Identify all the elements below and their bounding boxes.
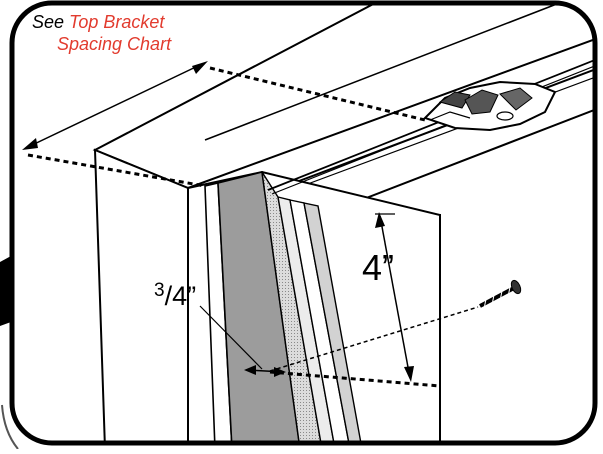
mounting-bracket-icon (423, 80, 557, 132)
depth-numerator: 3 (154, 280, 165, 301)
height-dimension-arrow (375, 212, 414, 382)
extension-line (27, 153, 206, 188)
extension-line (209, 66, 426, 122)
callout-prefix: See (32, 12, 65, 32)
left-jamb-face (93, 148, 189, 443)
depth-denominator: /4” (164, 281, 197, 311)
callout-link-line2: Spacing Chart (57, 34, 172, 54)
callout-text: See Top Bracket (32, 13, 164, 31)
depth-label: 3/4” (154, 281, 196, 310)
bracket-strip (217, 171, 301, 443)
diagram-frame (9, 0, 598, 446)
screw-icon (479, 279, 522, 310)
top-dimension-arrow (22, 61, 208, 150)
screw-path (269, 306, 479, 372)
depth-dimension-arrow (199, 305, 286, 377)
extension-line (269, 370, 441, 388)
outside-artifact (1, 404, 19, 450)
height-label: 4” (362, 247, 395, 288)
callout-link-line1: Top Bracket (69, 12, 165, 32)
